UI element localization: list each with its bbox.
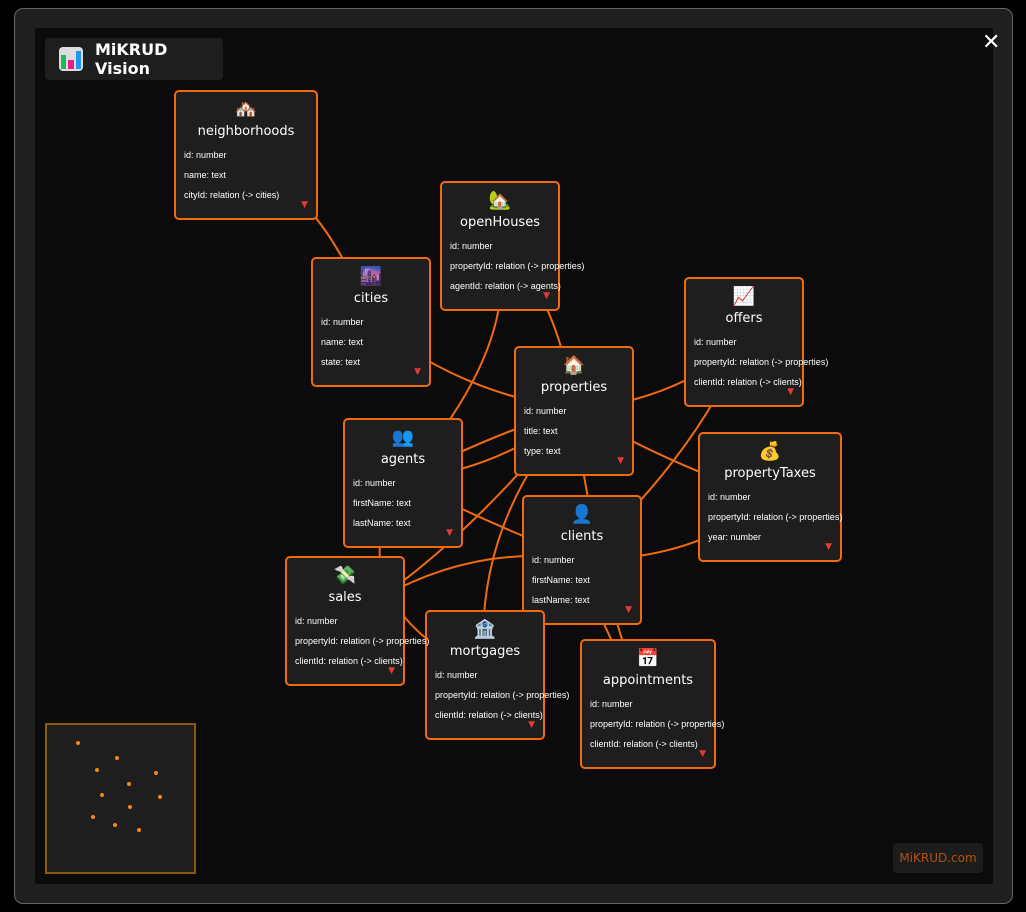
app-title: MiKRUD Vision xyxy=(95,40,168,78)
field: firstName: text xyxy=(532,575,591,585)
minimap-node-dot xyxy=(115,756,119,760)
table-icon: 💰 xyxy=(758,441,782,462)
table-node-properties[interactable]: 🏠 properties id: number title: text type: te… xyxy=(514,346,634,476)
table-name: cities xyxy=(353,291,389,306)
minimap-node-dot xyxy=(128,805,132,809)
table-node-cities[interactable]: 🌆 cities id: number name: text state: text ▼ xyxy=(311,257,431,387)
table-name: propertyTaxes xyxy=(724,466,816,481)
table-node-agents[interactable]: 👥 agents id: number firstName: text lastName… xyxy=(343,418,463,548)
field: id: number xyxy=(295,616,338,626)
field: id: number xyxy=(450,241,493,251)
minimap-node-dot xyxy=(127,782,131,786)
expand-arrow-icon[interactable]: ▼ xyxy=(414,367,421,377)
field: propertyId: relation (-> properties) xyxy=(295,636,430,646)
expand-arrow-icon[interactable]: ▼ xyxy=(528,720,535,730)
field: clientId: relation (-> clients) xyxy=(694,377,802,387)
field: title: text xyxy=(524,426,558,436)
field: clientId: relation (-> clients) xyxy=(295,656,403,666)
minimap-node-dot xyxy=(95,768,99,772)
expand-arrow-icon[interactable]: ▼ xyxy=(446,528,453,538)
table-icon: 🏘️ xyxy=(234,99,258,120)
table-icon: 🌆 xyxy=(359,266,383,287)
table-icon: 🏦 xyxy=(473,619,497,640)
table-name: appointments xyxy=(602,673,694,688)
table-node-mortgages[interactable]: 🏦 mortgages id: number propertyId: relation… xyxy=(425,610,570,740)
table-node-clients[interactable]: 👤 clients id: number firstName: text lastNam… xyxy=(522,495,642,625)
field: clientId: relation (-> clients) xyxy=(435,710,543,720)
expand-arrow-icon[interactable]: ▼ xyxy=(699,749,706,759)
table-name: agents xyxy=(380,452,426,467)
field: propertyId: relation (-> properties) xyxy=(450,261,585,271)
field: lastName: text xyxy=(353,518,411,528)
expand-arrow-icon[interactable]: ▼ xyxy=(388,666,395,676)
app-brand: MiKRUD Vision xyxy=(45,38,223,80)
field: propertyId: relation (-> properties) xyxy=(590,719,725,729)
table-node-openHouses[interactable]: 🏡 openHouses id: number propertyId: relatio… xyxy=(440,181,585,311)
minimap-node-dot xyxy=(154,771,158,775)
field: firstName: text xyxy=(353,498,412,508)
field: agentId: relation (-> agents) xyxy=(450,281,561,291)
field: id: number xyxy=(184,150,227,160)
table-icon: 💸 xyxy=(333,565,357,586)
table-node-propertyTaxes[interactable]: 💰 propertyTaxes id: number propertyId: rela… xyxy=(698,432,842,562)
expand-arrow-icon[interactable]: ▼ xyxy=(625,605,632,615)
field: id: number xyxy=(524,406,567,416)
minimap-node-dot xyxy=(76,741,80,745)
table-node-offers[interactable]: 📈 offers id: number propertyId: relation (-… xyxy=(684,277,829,407)
minimap[interactable] xyxy=(45,723,196,874)
minimap-node-dot xyxy=(137,828,141,832)
expand-arrow-icon[interactable]: ▼ xyxy=(825,542,832,552)
expand-arrow-icon[interactable]: ▼ xyxy=(787,387,794,397)
field: id: number xyxy=(353,478,396,488)
field: id: number xyxy=(435,670,478,680)
field: clientId: relation (-> clients) xyxy=(590,739,698,749)
table-name: mortgages xyxy=(449,644,521,659)
table-name: neighborhoods xyxy=(197,124,295,139)
field: name: text xyxy=(321,337,364,347)
field: propertyId: relation (-> properties) xyxy=(435,690,570,700)
minimap-node-dot xyxy=(113,823,117,827)
field: lastName: text xyxy=(532,595,590,605)
chart-logo-icon xyxy=(59,47,83,71)
minimap-node-dot xyxy=(91,815,95,819)
field: name: text xyxy=(184,170,227,180)
field: cityId: relation (-> cities) xyxy=(184,190,280,200)
table-icon: 👥 xyxy=(391,427,415,448)
field: id: number xyxy=(694,337,737,347)
table-name: clients xyxy=(560,529,604,544)
table-name: sales xyxy=(328,590,362,605)
field: year: number xyxy=(708,532,762,542)
field: id: number xyxy=(708,492,751,502)
table-name: offers xyxy=(725,311,763,326)
table-icon: 🏡 xyxy=(488,190,512,211)
field: type: text xyxy=(524,446,561,456)
field: propertyId: relation (-> properties) xyxy=(708,512,843,522)
table-name: openHouses xyxy=(460,215,540,230)
mikrud-link[interactable]: MiKRUD.com xyxy=(893,843,983,873)
expand-arrow-icon[interactable]: ▼ xyxy=(617,456,624,466)
table-icon: 📅 xyxy=(636,648,660,669)
table-node-neighborhoods[interactable]: 🏘️ neighborhoods id: number name: text cityI… xyxy=(174,90,318,220)
field: id: number xyxy=(321,317,364,327)
table-icon: 🏠 xyxy=(562,355,586,376)
field: propertyId: relation (-> properties) xyxy=(694,357,829,367)
field: id: number xyxy=(532,555,575,565)
close-icon[interactable]: ✕ xyxy=(982,30,1001,55)
table-icon: 👤 xyxy=(570,504,594,525)
expand-arrow-icon[interactable]: ▼ xyxy=(301,200,308,210)
table-node-appointments[interactable]: 📅 appointments id: number propertyId: relat… xyxy=(580,639,725,769)
field: id: number xyxy=(590,699,633,709)
table-name: properties xyxy=(540,380,608,395)
table-icon: 📈 xyxy=(732,286,756,307)
field: state: text xyxy=(321,357,361,367)
expand-arrow-icon[interactable]: ▼ xyxy=(543,291,550,301)
table-node-sales[interactable]: 💸 sales id: number propertyId: relation (->… xyxy=(285,556,430,686)
minimap-node-dot xyxy=(100,793,104,797)
minimap-node-dot xyxy=(158,795,162,799)
